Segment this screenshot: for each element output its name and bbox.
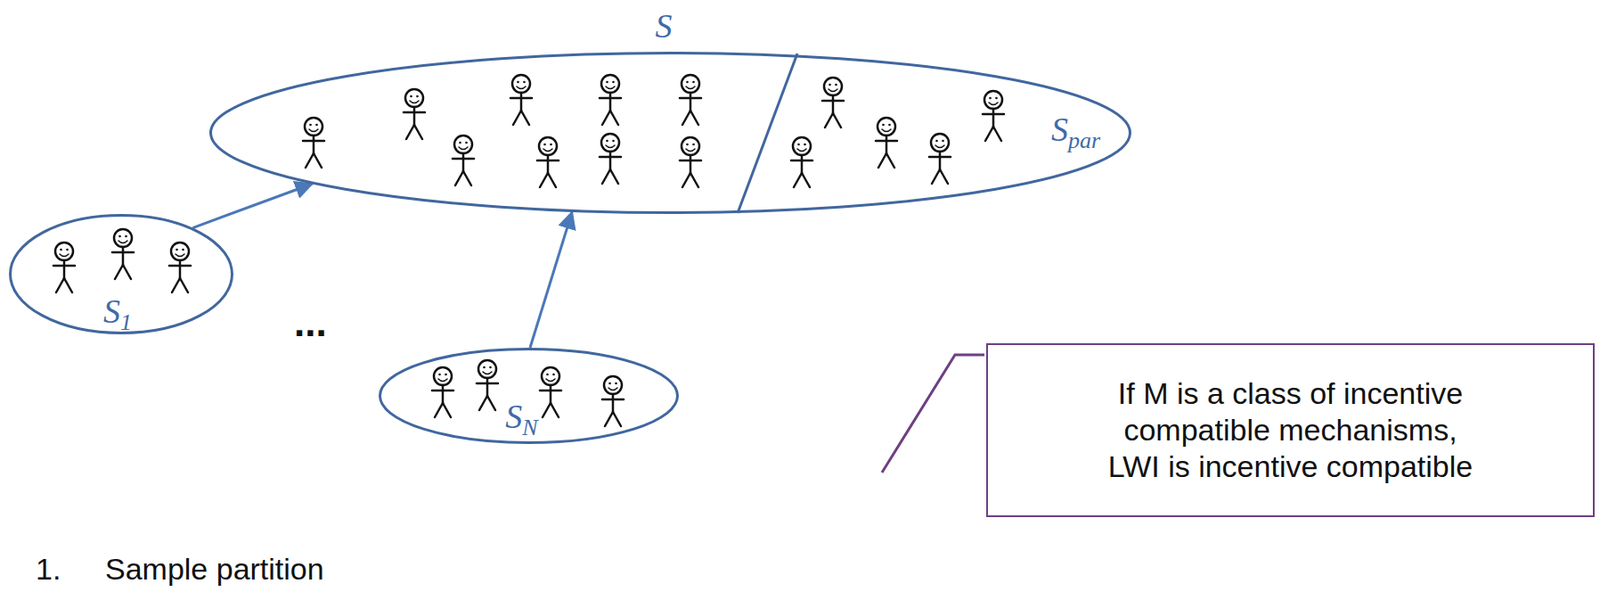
stick-figure: [599, 133, 621, 184]
stick-figure: [452, 135, 474, 186]
callout-box: If M is a class of incentive compatible …: [986, 342, 1595, 517]
stick-figure: [679, 137, 702, 188]
stick-figure: [510, 74, 532, 125]
stick-figure: [791, 137, 813, 188]
stick-figure: [539, 367, 562, 417]
stick-figure: [679, 74, 702, 125]
stick-figure: [537, 137, 559, 188]
stick-figure: [875, 117, 898, 168]
stick-figure: [602, 375, 624, 426]
set-ellipse: SN: [378, 347, 679, 444]
stick-figure: [112, 228, 134, 279]
stick-figure: [302, 117, 325, 168]
set-ellipse: S1: [8, 213, 234, 335]
callout-text: If M is a class of incentive compatible …: [1094, 375, 1487, 485]
set-label: S: [655, 8, 673, 43]
partition-region: Spar: [743, 51, 1132, 214]
ellipse-outline: [209, 51, 1132, 214]
set-ellipse: SSpar: [209, 51, 1132, 214]
stick-figure: [982, 90, 1005, 141]
step-number: 1.: [35, 552, 61, 586]
set-label: S1: [103, 293, 132, 335]
stick-figure: [929, 133, 951, 184]
ellipsis: ...: [293, 301, 327, 344]
stick-figure: [476, 359, 498, 410]
arrow-connector: [192, 183, 312, 228]
arrow-connector: [530, 212, 572, 348]
callout-leader: [881, 354, 985, 473]
stick-figure: [599, 74, 621, 125]
set-label: SN: [505, 399, 538, 440]
stick-figure: [169, 242, 191, 293]
stick-figure: [432, 367, 454, 417]
stick-figure: [822, 77, 844, 128]
partition-divider: [737, 53, 798, 213]
step-title: Sample partition: [105, 552, 325, 586]
stick-figure: [403, 89, 425, 139]
stick-figure: [53, 242, 75, 293]
set-label: Spar: [1051, 112, 1101, 153]
